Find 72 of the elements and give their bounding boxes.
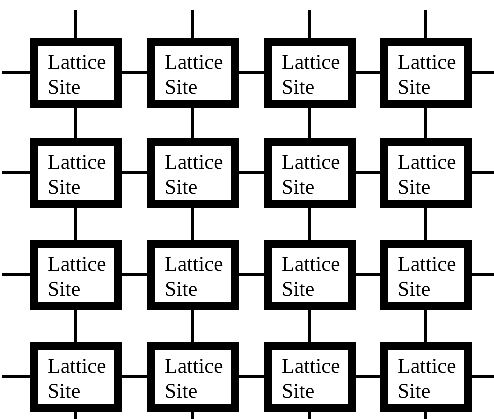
site-label: Lattice Site (282, 50, 342, 100)
lattice-site-box (30, 38, 122, 108)
stub-line (2, 376, 30, 378)
connector-line (239, 72, 264, 74)
connector-line (356, 274, 380, 276)
connector-line (424, 310, 428, 342)
lattice-site-box (147, 38, 239, 108)
connector-line (74, 208, 78, 240)
stub-line (192, 10, 194, 38)
site-label: Lattice Site (48, 354, 108, 404)
site-label: Lattice Site (48, 50, 108, 100)
connector-line (239, 376, 264, 378)
lattice-site-box (380, 38, 472, 108)
site-label: Lattice Site (282, 252, 342, 302)
lattice-site-box (264, 38, 356, 108)
connector-line (74, 108, 78, 138)
stub-line (424, 10, 428, 38)
lattice-site-box (30, 240, 122, 310)
site-label: Lattice Site (398, 150, 458, 200)
lattice-site-box (264, 342, 356, 412)
stub-line (472, 72, 494, 74)
connector-line (192, 310, 194, 342)
connector-line (424, 208, 428, 240)
stub-line (472, 274, 494, 276)
site-label: Lattice Site (282, 354, 342, 404)
connector-line (122, 274, 147, 276)
connector-line (122, 376, 147, 378)
lattice-site-box (380, 240, 472, 310)
lattice-site-box (380, 138, 472, 208)
connector-line (192, 208, 194, 240)
stub-line (2, 274, 30, 276)
lattice-site-box (30, 138, 122, 208)
lattice-site-box (147, 240, 239, 310)
connector-line (74, 310, 78, 342)
stub-line (2, 72, 30, 74)
connector-line (356, 72, 380, 74)
stub-line (192, 412, 194, 419)
stub-line (74, 412, 78, 419)
stub-line (424, 412, 428, 419)
connector-line (192, 108, 194, 138)
lattice-site-box (147, 138, 239, 208)
lattice-site-box (264, 240, 356, 310)
connector-line (308, 208, 312, 240)
site-label: Lattice Site (398, 252, 458, 302)
connector-line (122, 72, 147, 74)
site-label: Lattice Site (165, 252, 224, 302)
stub-line (308, 10, 312, 38)
connector-line (122, 172, 147, 174)
site-label: Lattice Site (165, 50, 224, 100)
site-label: Lattice Site (48, 150, 108, 200)
connector-line (356, 376, 380, 378)
connector-line (239, 172, 264, 174)
site-label: Lattice Site (398, 354, 458, 404)
connector-line (308, 310, 312, 342)
lattice-site-box (264, 138, 356, 208)
connector-line (424, 108, 428, 138)
connector-line (239, 274, 264, 276)
site-label: Lattice Site (48, 252, 108, 302)
lattice-site-box (30, 342, 122, 412)
site-label: Lattice Site (282, 150, 342, 200)
site-label: Lattice Site (165, 150, 224, 200)
stub-line (308, 412, 312, 419)
stub-line (2, 172, 30, 174)
stub-line (472, 376, 494, 378)
stub-line (74, 10, 78, 38)
site-label: Lattice Site (165, 354, 224, 404)
connector-line (308, 108, 312, 138)
lattice-site-box (380, 342, 472, 412)
stub-line (472, 172, 494, 174)
lattice-site-box (147, 342, 239, 412)
connector-line (356, 172, 380, 174)
site-label: Lattice Site (398, 50, 458, 100)
